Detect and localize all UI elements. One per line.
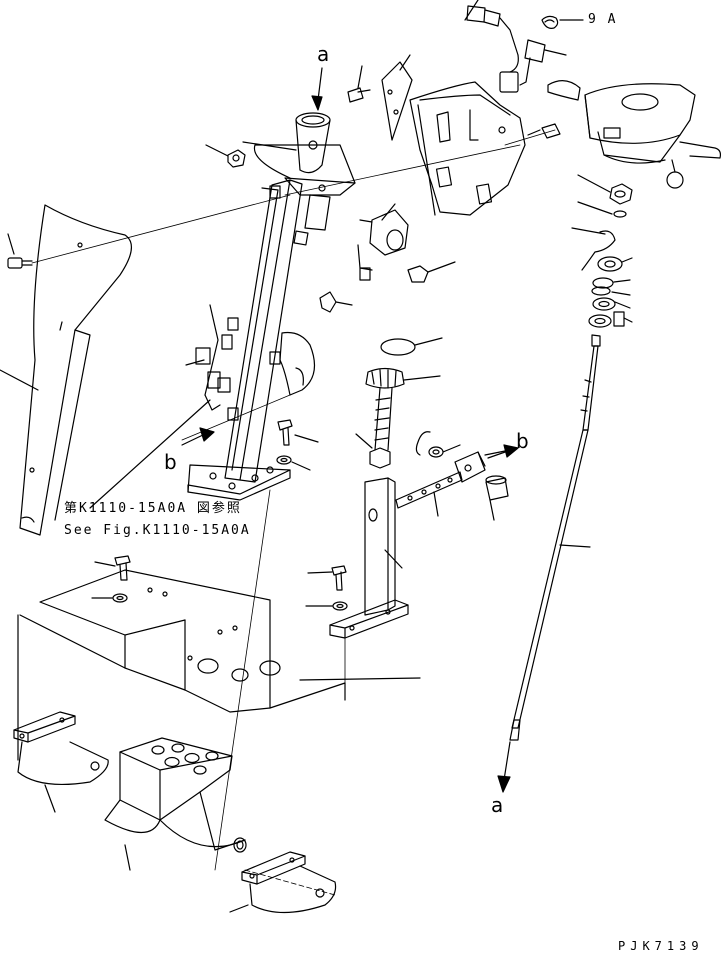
shaft-washer-stack xyxy=(589,257,632,327)
arrow-b-left xyxy=(182,428,214,445)
cover-bolt xyxy=(8,234,32,268)
leader-line xyxy=(125,845,130,870)
tilt-bushing xyxy=(486,476,508,520)
tube-nut xyxy=(206,145,245,167)
shaft-nut xyxy=(578,175,632,204)
reference-note-en: See Fig.K1110-15A0A xyxy=(64,523,251,538)
tilt-pin xyxy=(416,432,430,455)
assembly-line xyxy=(505,130,555,145)
leader-line xyxy=(0,370,38,390)
tilt-washer xyxy=(429,445,460,457)
column-mount-bolt xyxy=(278,420,318,445)
base-stop-pin xyxy=(234,838,246,852)
arrow-b-right xyxy=(488,445,518,458)
assembly-line xyxy=(285,145,520,195)
arrow-a-top xyxy=(312,68,322,110)
column-cover-upper xyxy=(410,82,525,215)
switch-bolt xyxy=(408,262,455,282)
assembly-line xyxy=(182,395,290,440)
tilt-knob xyxy=(366,369,440,451)
tilt-nut xyxy=(356,434,390,468)
tilt-lever-rod xyxy=(396,451,505,516)
reference-note-jp: 第K1110-15A0A 図参照 xyxy=(64,501,242,516)
ignition-switch xyxy=(358,204,408,280)
horn-contact-spring xyxy=(572,228,615,270)
assembly-line xyxy=(32,195,290,263)
shaft-washer xyxy=(578,202,626,217)
leader-line xyxy=(230,905,248,912)
leader-line xyxy=(90,400,210,508)
floor-plate xyxy=(20,570,420,712)
mounting-bracket-right xyxy=(242,852,336,913)
combination-switch-lever xyxy=(548,81,720,188)
arrow-a-bottom-label: a xyxy=(491,793,504,817)
arrow-a-bottom xyxy=(498,742,510,792)
arrow-b-right-label: b xyxy=(516,429,529,453)
assembly-line xyxy=(215,490,270,870)
column-mount-washer xyxy=(277,456,310,470)
steering-column xyxy=(188,180,315,500)
cover-screw xyxy=(348,66,370,102)
leader-line xyxy=(45,785,55,812)
connector-9a xyxy=(542,16,583,28)
column-side-cover xyxy=(20,205,131,535)
arrow-a-top-label: a xyxy=(317,42,330,66)
horn-switch xyxy=(520,40,566,85)
tilt-bracket-post xyxy=(330,478,408,638)
mounting-bracket-left xyxy=(14,712,108,784)
leader-line xyxy=(243,142,296,150)
base-block xyxy=(105,738,245,850)
cover-bracket-clip xyxy=(382,55,412,140)
post-bolt xyxy=(308,566,346,590)
arrow-b-left-label: b xyxy=(164,450,177,474)
bracket-bolt xyxy=(95,556,130,580)
post-washer xyxy=(306,602,347,610)
tilt-knob-cap xyxy=(381,338,442,355)
steering-shaft xyxy=(510,335,600,740)
lever-screw xyxy=(528,124,560,138)
drawing-code: PJK7139 xyxy=(618,939,704,953)
part-callout-9a: 9 A xyxy=(588,12,618,27)
turn-signal-switch xyxy=(465,0,518,92)
shaft-tube-top xyxy=(296,113,330,173)
wiring-harness xyxy=(186,305,238,410)
bracket-washer xyxy=(92,594,127,602)
harness-bolt xyxy=(320,292,352,312)
